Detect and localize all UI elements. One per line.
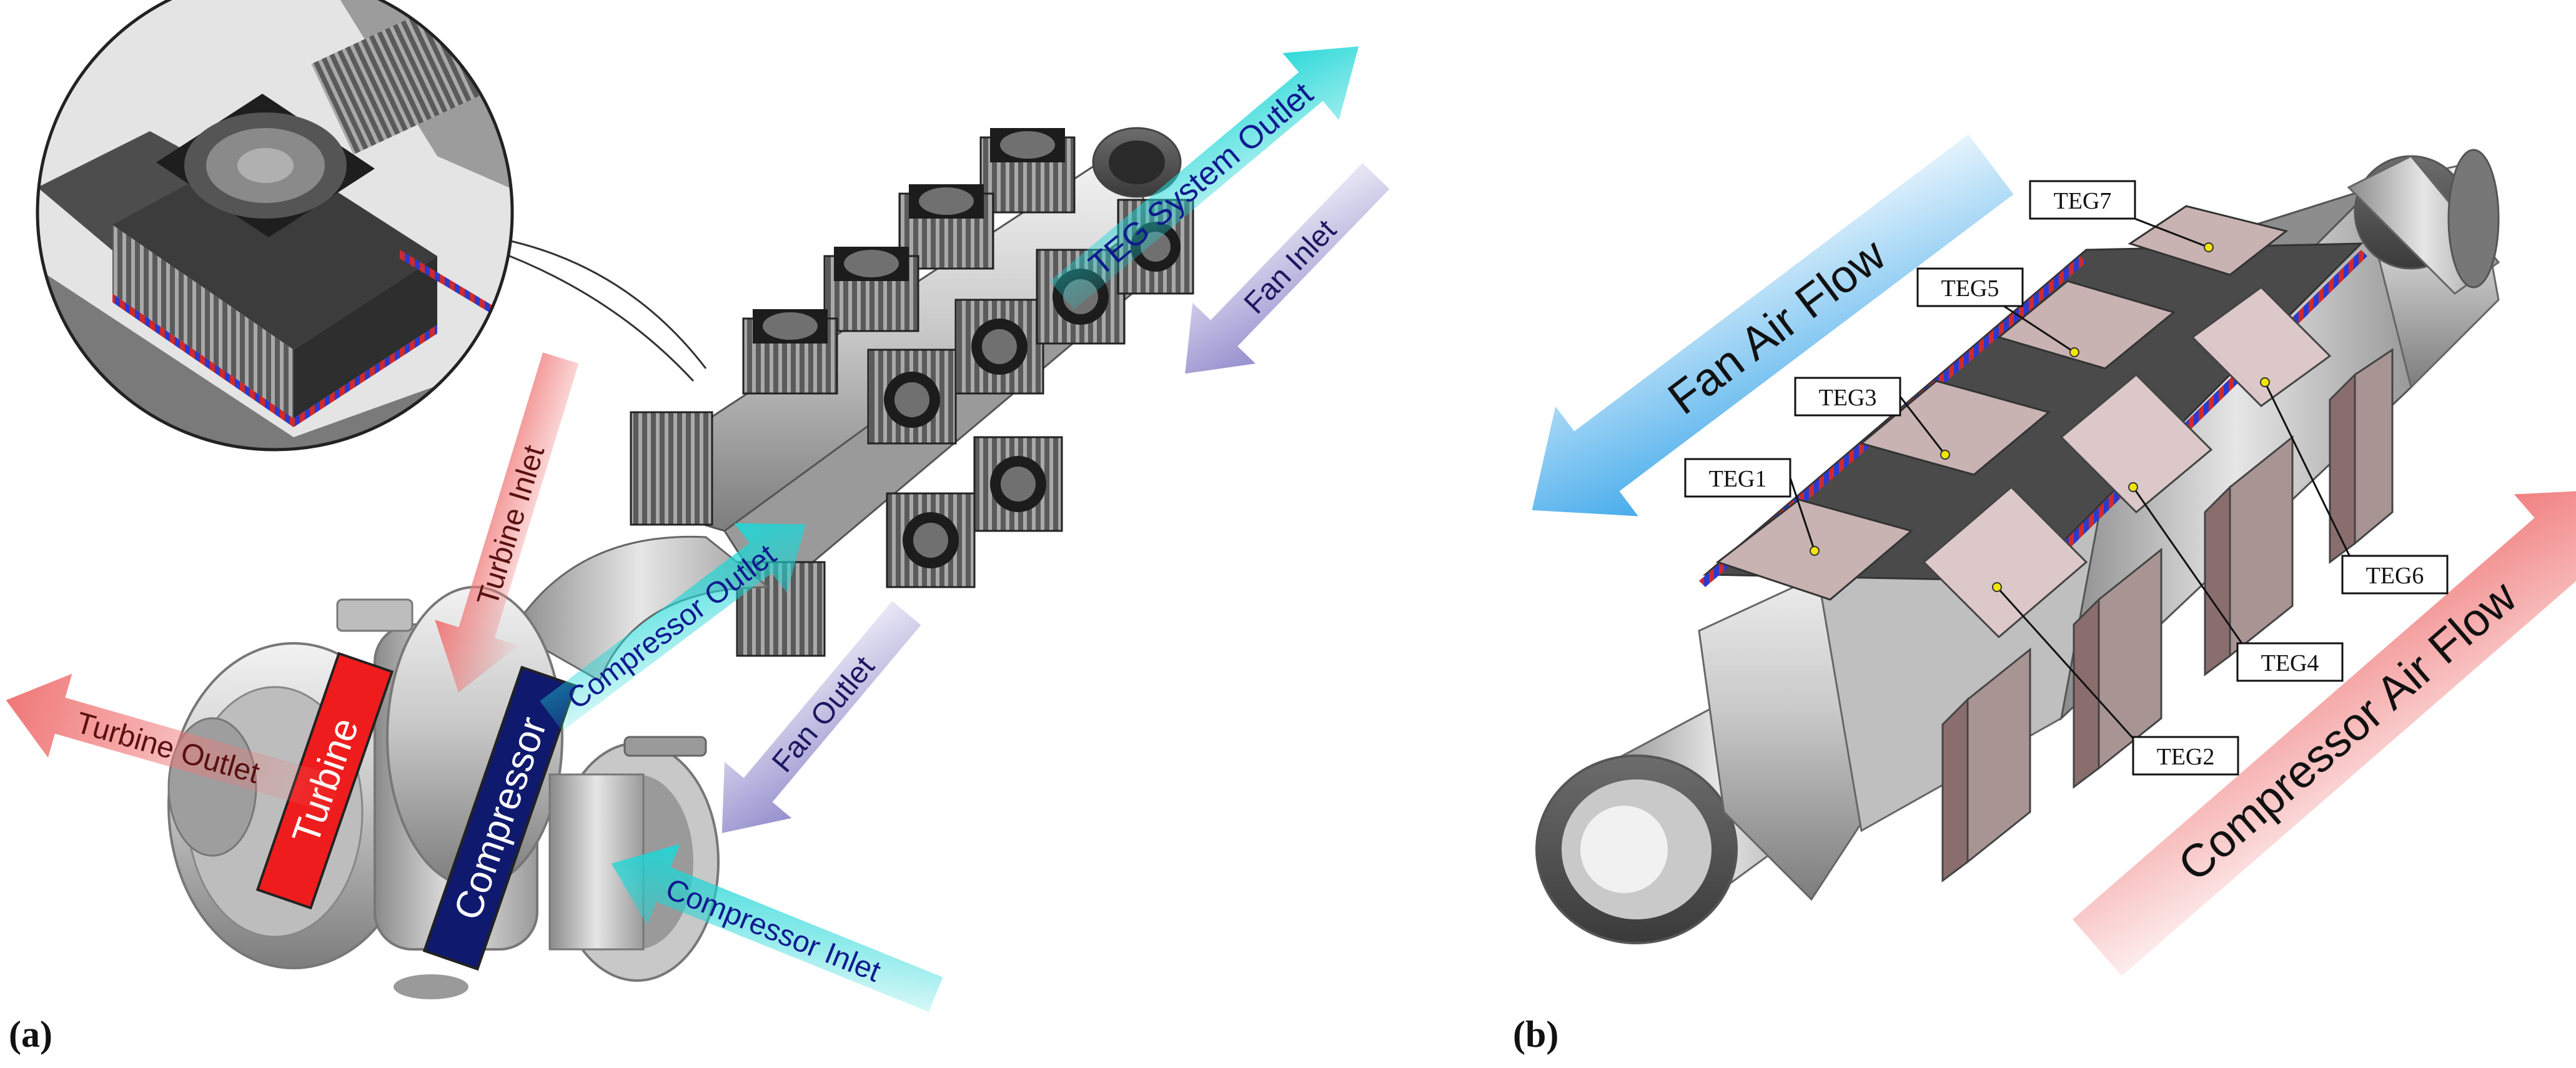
teg-label-box: TEG5 <box>1916 267 2024 307</box>
fan-inlet-label: Fan Inlet <box>1238 214 1343 320</box>
teg-label-teg6: TEG6 <box>2366 563 2424 589</box>
zoom-connector-line <box>493 236 707 369</box>
teg-label-teg3: TEG3 <box>1819 385 1877 411</box>
panel-a-label: (a) <box>9 1014 52 1055</box>
teg-label-teg1: TEG1 <box>1709 466 1767 492</box>
cooling-fans <box>753 128 1181 568</box>
teg-label-teg4: TEG4 <box>2261 650 2319 676</box>
fan-outlet-label: Fan Outlet <box>766 650 881 779</box>
teg-tiles-side <box>1922 286 2332 639</box>
teg-label-teg5: TEG5 <box>1941 275 1999 302</box>
zoom-inset <box>36 0 514 452</box>
teg-label-box: TEG7 <box>2029 180 2136 220</box>
teg-label-teg7: TEG7 <box>2054 188 2112 214</box>
teg-label-box: TEG6 <box>2341 555 2449 595</box>
teg-label-teg2: TEG2 <box>2157 744 2215 770</box>
teg-system-body <box>630 127 1194 657</box>
teg-label-box: TEG2 <box>2132 736 2239 776</box>
teg-label-box: TEG3 <box>1794 377 1901 417</box>
teg-marker-dots <box>1810 242 2270 592</box>
panel-b: Fan Air Flow Compressor Air Flow <box>1513 134 2576 1055</box>
zoom-connector-line <box>493 249 695 382</box>
teg-label-box: TEG4 <box>2236 642 2344 682</box>
teg-label-box: TEG1 <box>1684 458 1791 498</box>
panel-a: Turbine Compressor Turbine Inlet Turbine… <box>6 0 1390 1055</box>
panel-b-label: (b) <box>1513 1014 1558 1055</box>
